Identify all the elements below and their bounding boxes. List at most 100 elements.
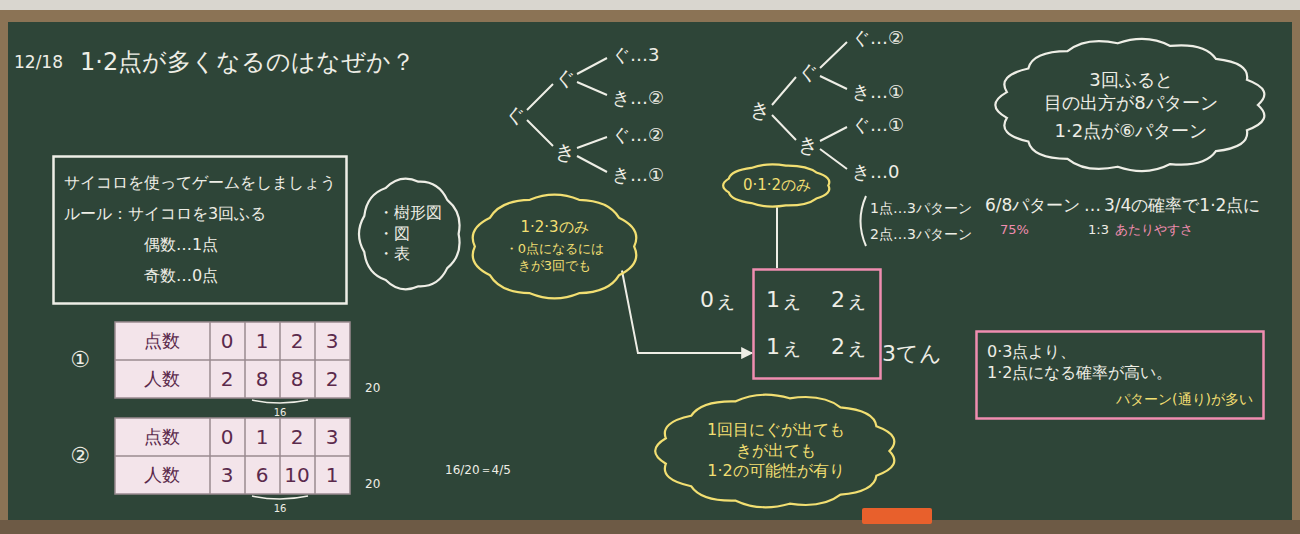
node-content: ・樹形図・図・表 [378, 203, 442, 265]
note-cloud: 1回目にぐが出ても きが出ても 1·2の可能性が有り [650, 392, 902, 510]
tree-branches [527, 58, 607, 172]
node-text: 3回ふると 目の出方が8パターン [1041, 68, 1221, 115]
node-text: 0·1·2のみ [743, 176, 811, 196]
table-text: 16/20＝4/5 [445, 463, 511, 477]
chalk-note: 6/8パターン [985, 195, 1080, 215]
node-content: 1ぇ 2ぇ 1ぇ 2ぇ [766, 286, 868, 361]
table-text: 点数 [144, 330, 180, 352]
node-content: 0·1·2のみ [743, 176, 811, 196]
node-text: 偶数…1点 [144, 235, 336, 256]
tree-branches [772, 42, 847, 169]
chalk-note: 3/4の確率で1·2点に [1104, 195, 1260, 215]
table-text: 20 [365, 381, 380, 395]
table-text: 8 [256, 367, 269, 391]
box-line [754, 270, 881, 379]
summary-cloud: 3回ふると 目の出方が8パターン1·2点が⑥パターン [990, 36, 1272, 174]
table-text: 人数 [144, 464, 180, 486]
chalk-note: … [1084, 195, 1101, 215]
title: 1·2点が多くなるのはなぜか？ [80, 48, 415, 77]
table-text: 点数 [144, 426, 180, 448]
sum-bracket [252, 496, 308, 499]
chalk-note: き [555, 140, 575, 164]
node-text: 1ぇ [766, 333, 803, 362]
chalk-tray [0, 520, 1300, 534]
box-outline [752, 268, 882, 380]
brace [861, 196, 867, 246]
chalk-note: あたりやすさ [1115, 222, 1193, 238]
note-cloud: 0·1·2のみ [720, 163, 834, 208]
chalk-note: 2点…3パターン [870, 226, 972, 243]
cloud-line [995, 39, 1264, 171]
node-text: パターン(通り)が多い [987, 390, 1253, 408]
rule-box: サイコロを使ってゲームをしましょうルール：サイコロを3回ふる偶数…1点奇数…0点 [52, 155, 348, 305]
table-text: 2 [326, 367, 339, 391]
cloud-line [473, 195, 637, 299]
table-text: 3 [326, 329, 339, 353]
table-text: 1 [326, 463, 339, 487]
chalk-note: ぐ [505, 103, 525, 127]
node-text: サイコロを使ってゲームをしましょう [64, 173, 336, 194]
node-text: ・樹形図 [378, 203, 442, 224]
chalk-note: 1点…3パターン [870, 200, 972, 217]
chalk-note: き…① [612, 164, 664, 186]
node-text: ・0点になるには きが3回でも [500, 241, 610, 275]
chalk-note: 0ぇ [700, 287, 737, 313]
chalk-note: 3てん [882, 341, 942, 367]
chalk-note: 1:3 [1088, 222, 1109, 238]
conclusion-box: 0·3点より、1·2点になる確率が高い。パターン(通り)が多い [975, 330, 1265, 420]
box-line [977, 332, 1264, 419]
table-text: 10 [284, 463, 309, 487]
table-text: 1 [256, 425, 269, 449]
chalk-note: き [798, 133, 818, 157]
box-line [54, 157, 347, 304]
node-content: 1·2·3のみ・0点になるには きが3回でも [500, 218, 610, 275]
table-grid [115, 322, 350, 398]
table-frame [115, 322, 350, 398]
table-text: 2 [291, 425, 304, 449]
table-grid [115, 418, 350, 494]
chalk-note: き…② [612, 87, 664, 109]
cloud-line [655, 395, 894, 508]
chalk-note: ぐ…② [612, 124, 664, 146]
sum-bracket [252, 400, 308, 403]
table-text: ② [70, 443, 90, 469]
chalk-note: き [750, 98, 770, 122]
chalk-note: ぐ [555, 66, 575, 90]
table-text: 2 [291, 329, 304, 353]
table-text: 3 [221, 463, 234, 487]
node-content: 3回ふると 目の出方が8パターン1·2点が⑥パターン [1041, 68, 1221, 142]
table-text: 16 [274, 503, 287, 515]
connector [776, 207, 778, 268]
node-content: 0·3点より、1·2点になる確率が高い。パターン(通り)が多い [987, 342, 1253, 408]
chalk-note: 75% [1000, 222, 1029, 238]
chalk-note: ぐ…3 [612, 44, 659, 66]
connector [622, 270, 752, 353]
method-cloud: ・樹形図・図・表 [356, 175, 464, 293]
node-text: 2ぇ [831, 286, 868, 315]
node-text: 0·3点より、1·2点になる確率が高い。 [987, 342, 1253, 384]
chalk-note: ぐ…② [852, 27, 904, 49]
table-frame [115, 418, 350, 494]
chalk-note: き…① [852, 81, 904, 103]
table-text: 3 [326, 425, 339, 449]
node-text: ・表 [378, 244, 442, 265]
table-text: 8 [291, 367, 304, 391]
table-text: 1 [256, 329, 269, 353]
table-text: 人数 [144, 368, 180, 390]
cloud-line [359, 179, 460, 290]
node-text: 奇数…0点 [144, 266, 336, 287]
node-text: 2ぇ [831, 333, 868, 362]
node-text: 1回目にぐが出ても きが出ても 1·2の可能性が有り [696, 420, 856, 482]
table-text: 6 [256, 463, 269, 487]
board-surface [8, 22, 1292, 520]
table-text: 0 [221, 329, 234, 353]
node-text: 1ぇ [766, 286, 803, 315]
chalk-note: ぐ…① [852, 114, 904, 136]
table-text: 2 [221, 367, 234, 391]
table-text: 0 [221, 425, 234, 449]
board-frame [0, 10, 1300, 534]
node-content: サイコロを使ってゲームをしましょうルール：サイコロを3回ふる偶数…1点奇数…0点 [64, 173, 336, 286]
chalk-note: き…0 [852, 161, 899, 183]
note-cloud: 1·2·3のみ・0点になるには きが3回でも [466, 192, 643, 301]
table-text: 20 [365, 477, 380, 491]
